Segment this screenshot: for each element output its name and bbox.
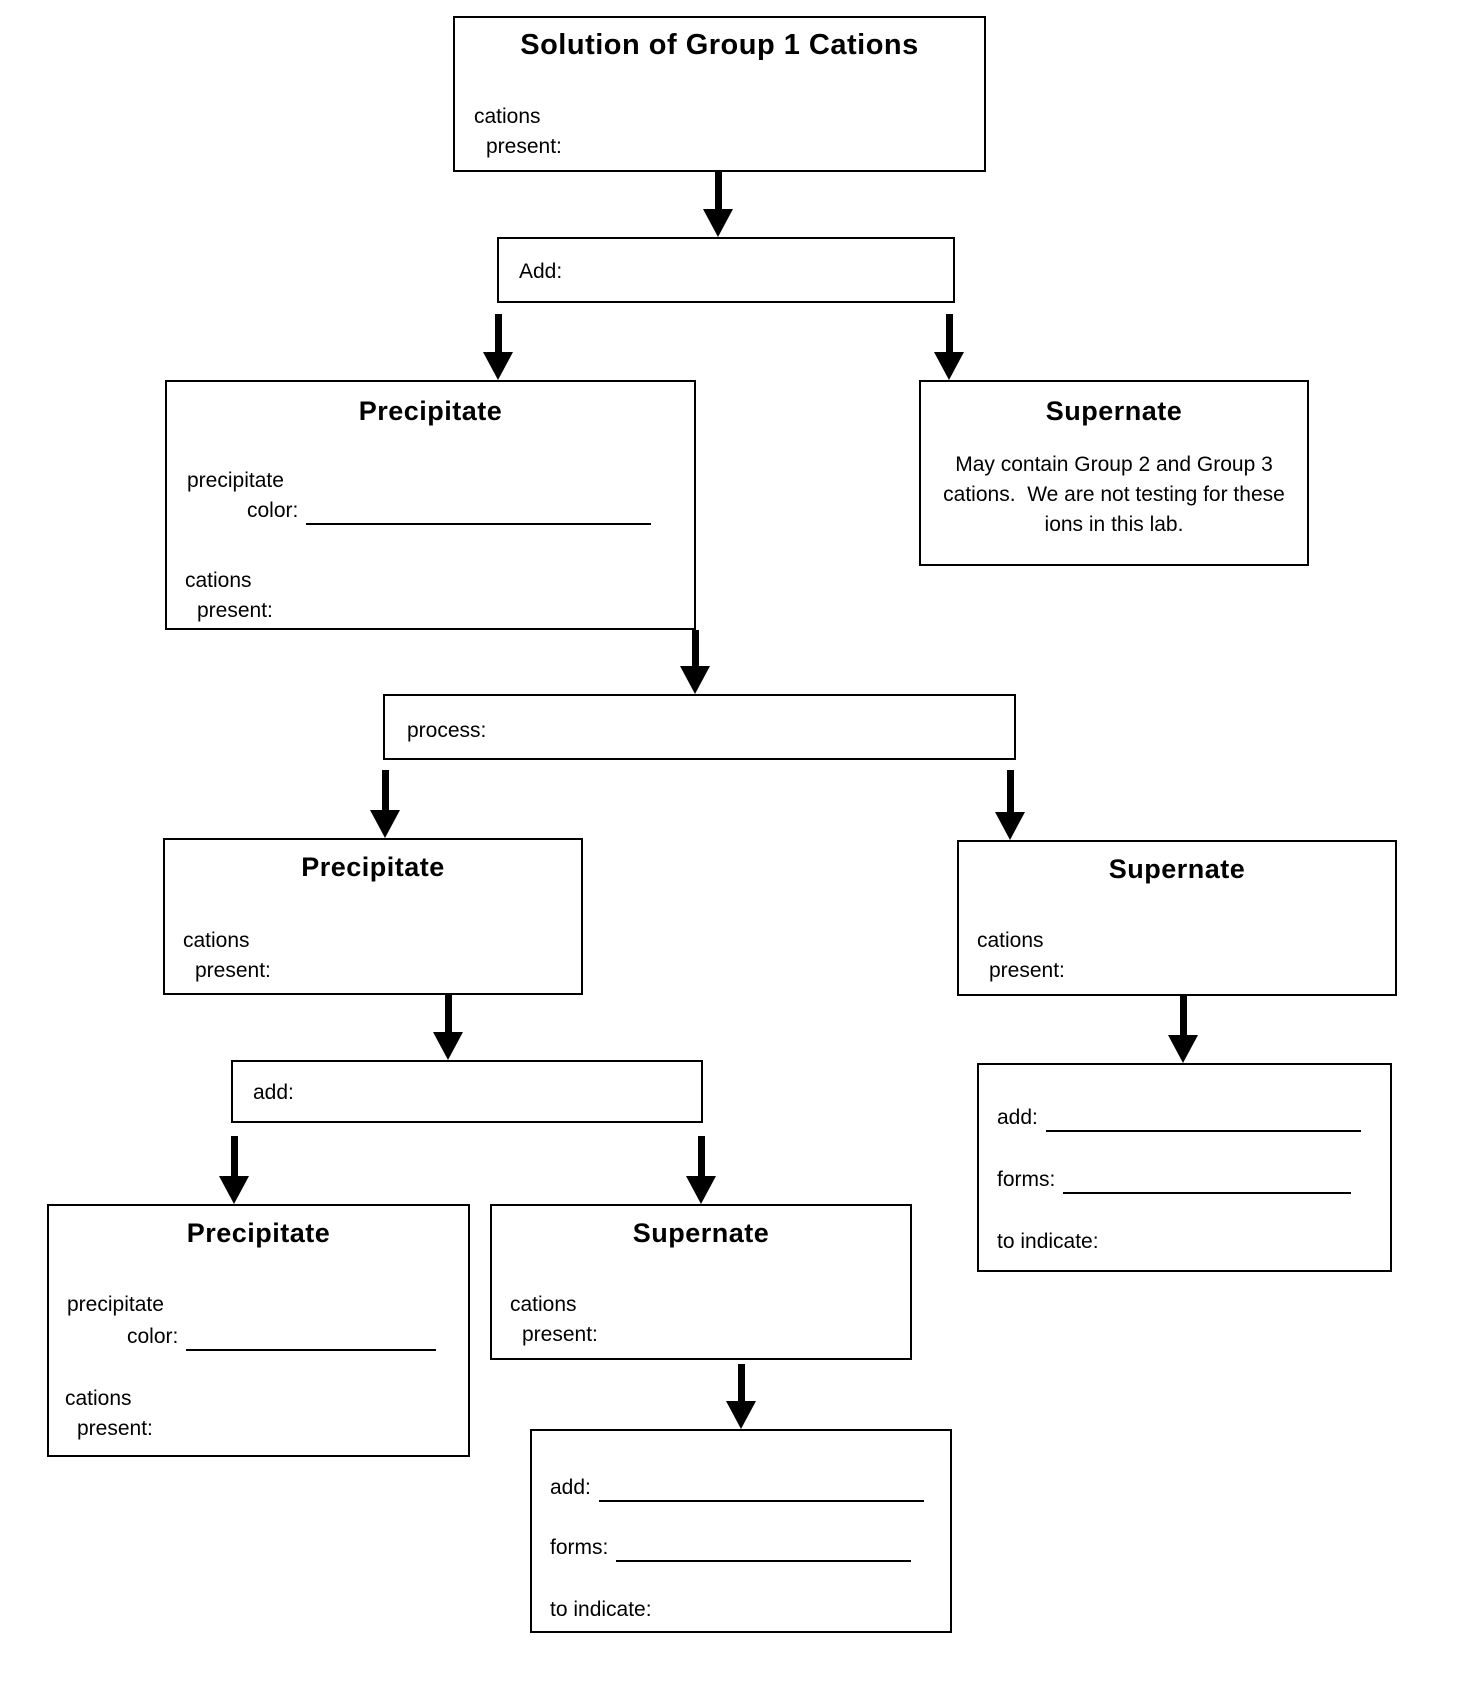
- color-row: color:: [247, 498, 652, 525]
- forms-row: forms:: [997, 1167, 1352, 1194]
- arrow-head: [1168, 1035, 1198, 1063]
- box-precipitate-2: Precipitate cations present:: [163, 838, 583, 995]
- add-label: add:: [550, 1476, 591, 1499]
- arrow-down-icon: [483, 314, 513, 380]
- box-solution-of-group1-cations: Solution of Group 1 Cations cations pres…: [453, 16, 986, 172]
- cations-label: cations: [185, 569, 252, 592]
- box-result-supernate-3: add: forms: to indicate:: [530, 1429, 952, 1633]
- color-label: color:: [247, 499, 299, 522]
- add-row: add:: [997, 1105, 1361, 1132]
- arrow-head: [934, 352, 964, 380]
- add-label: add:: [997, 1106, 1038, 1129]
- present-label: present:: [197, 599, 273, 622]
- forms-blank: [616, 1536, 912, 1562]
- arrow-head: [370, 810, 400, 838]
- cations-label: cations: [510, 1293, 577, 1316]
- arrow-stem: [697, 1136, 705, 1176]
- add-blank: [598, 1476, 924, 1502]
- arrow-stem: [444, 995, 452, 1032]
- arrow-head: [995, 812, 1025, 840]
- present-label: present:: [486, 135, 562, 158]
- arrow-head: [726, 1401, 756, 1429]
- box-process-step: process:: [383, 694, 1016, 760]
- to-indicate-label: to indicate:: [997, 1230, 1099, 1253]
- arrow-down-icon: [219, 1136, 249, 1204]
- arrow-head: [483, 352, 513, 380]
- arrow-head: [433, 1032, 463, 1060]
- arrow-head: [219, 1176, 249, 1204]
- arrow-down-icon: [686, 1136, 716, 1204]
- color-row: color:: [127, 1324, 437, 1351]
- cations-label: cations: [65, 1387, 132, 1410]
- arrow-head: [680, 666, 710, 694]
- forms-row: forms:: [550, 1535, 912, 1562]
- cations-label: cations: [977, 929, 1044, 952]
- arrow-down-icon: [726, 1364, 756, 1429]
- add-label: Add:: [519, 260, 563, 283]
- arrow-down-icon: [703, 172, 733, 237]
- arrow-stem: [945, 314, 953, 352]
- forms-blank: [1063, 1168, 1352, 1194]
- forms-label: forms:: [550, 1536, 609, 1559]
- add-blank: [1045, 1106, 1361, 1132]
- arrow-head: [686, 1176, 716, 1204]
- arrow-stem: [381, 770, 389, 810]
- arrow-stem: [737, 1364, 745, 1401]
- arrow-stem: [691, 630, 699, 666]
- cations-label: cations: [474, 105, 541, 128]
- precipitate-3-heading: Precipitate: [186, 1218, 331, 1248]
- forms-label: forms:: [997, 1168, 1056, 1191]
- arrow-down-icon: [934, 314, 964, 380]
- box-precipitate-3: Precipitate precipitate color: cations p…: [47, 1204, 470, 1457]
- supernate-1-note: May contain Group 2 and Group 3 cations.…: [943, 453, 1285, 536]
- arrow-head: [703, 209, 733, 237]
- cations-label: cations: [183, 929, 250, 952]
- present-label: present:: [77, 1417, 153, 1440]
- supernate-3-heading: Supernate: [632, 1218, 770, 1248]
- color-blank: [306, 499, 652, 525]
- arrow-stem: [714, 172, 722, 209]
- add-label: add:: [253, 1081, 294, 1104]
- arrow-stem: [1006, 770, 1014, 812]
- process-label: process:: [407, 719, 487, 742]
- precipitate-2-heading: Precipitate: [301, 852, 445, 882]
- box-precipitate-1: Precipitate precipitate color: cations p…: [165, 380, 696, 630]
- to-indicate-label: to indicate:: [550, 1598, 652, 1621]
- add-row: add:: [550, 1475, 924, 1502]
- color-blank: [186, 1325, 437, 1351]
- supernate-2-heading: Supernate: [1108, 854, 1246, 884]
- solution-title: Solution of Group 1 Cations: [520, 29, 919, 61]
- arrow-down-icon: [433, 995, 463, 1060]
- box-supernate-1: Supernate May contain Group 2 and Group …: [919, 380, 1309, 566]
- arrow-stem: [494, 314, 502, 352]
- present-label: present:: [195, 959, 271, 982]
- box-add-step-2: add:: [231, 1060, 703, 1123]
- color-label: color:: [127, 1325, 179, 1348]
- arrow-stem: [230, 1136, 238, 1176]
- box-add-step: Add:: [497, 237, 955, 303]
- arrow-down-icon: [1168, 996, 1198, 1063]
- precipitate-1-heading: Precipitate: [358, 396, 503, 426]
- arrow-down-icon: [370, 770, 400, 838]
- arrow-stem: [1179, 996, 1187, 1035]
- present-label: present:: [989, 959, 1065, 982]
- supernate-1-heading: Supernate: [1045, 396, 1183, 426]
- box-supernate-3: Supernate cations present:: [490, 1204, 912, 1360]
- present-label: present:: [522, 1323, 598, 1346]
- box-result-supernate-2: add: forms: to indicate:: [977, 1063, 1392, 1272]
- precipitate-label: precipitate: [67, 1293, 164, 1316]
- arrow-down-icon: [680, 630, 710, 694]
- precipitate-label: precipitate: [187, 469, 284, 492]
- arrow-down-icon: [995, 770, 1025, 840]
- box-supernate-2: Supernate cations present:: [957, 840, 1397, 996]
